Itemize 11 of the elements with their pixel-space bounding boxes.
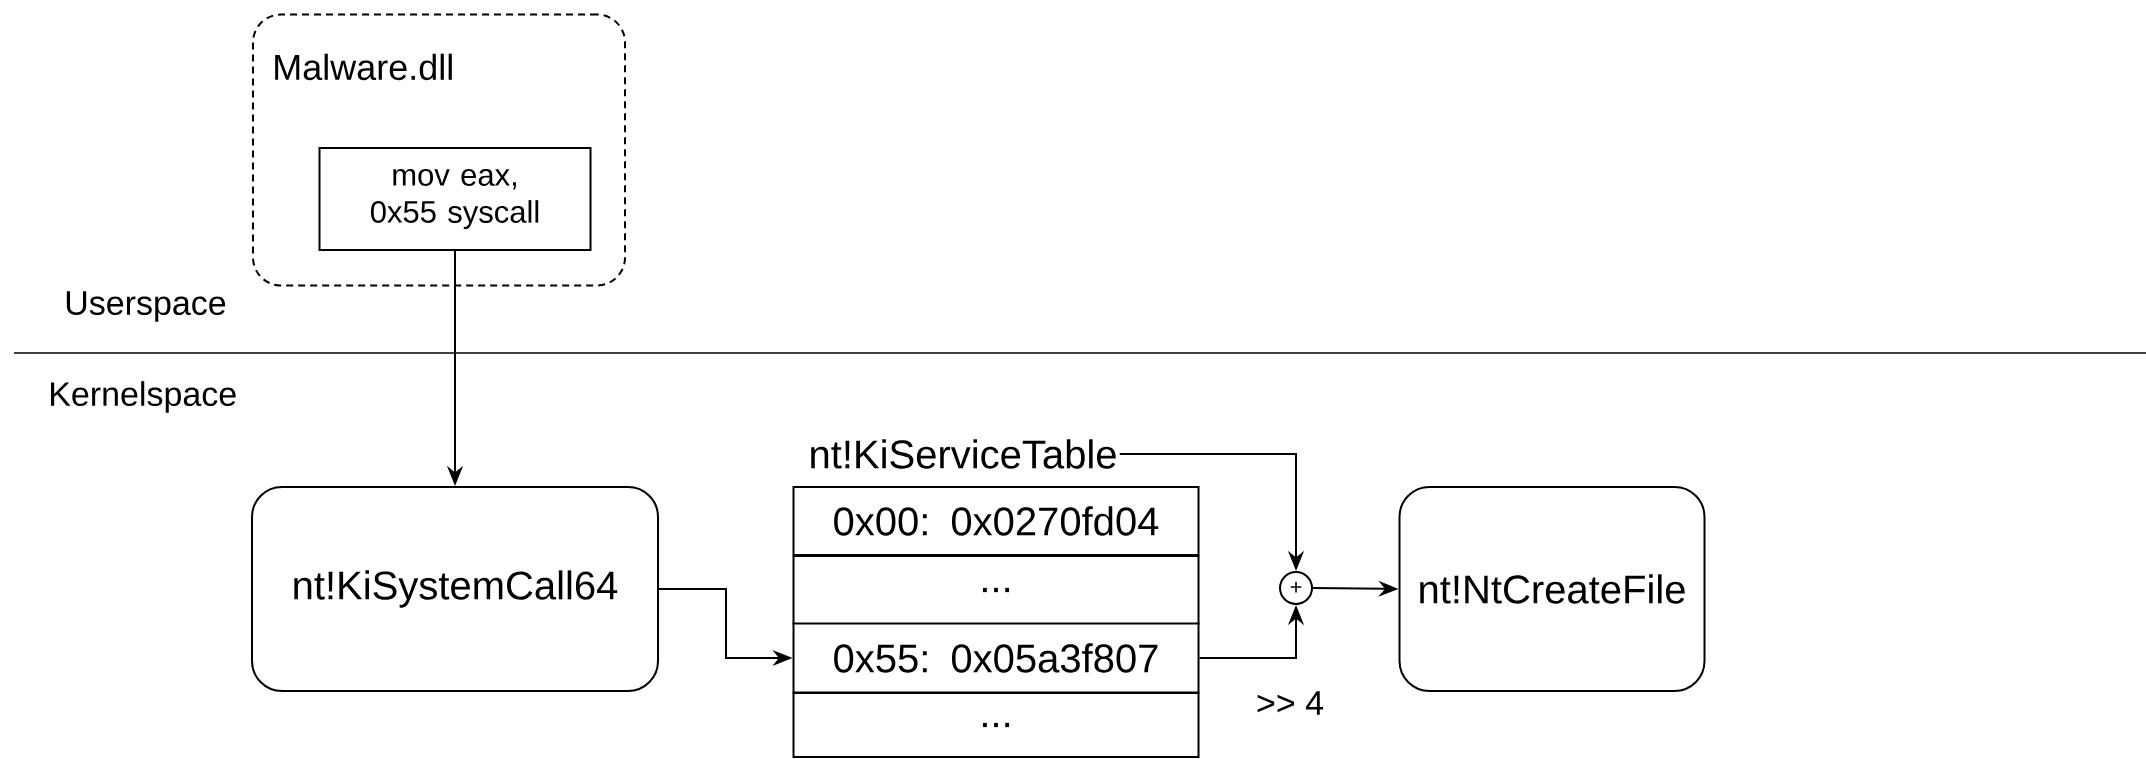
table-row: 0x00: 0x0270fd04 bbox=[792, 486, 1200, 556]
code-box: mov eax, 0x55 syscall bbox=[318, 147, 592, 251]
table-row: ... bbox=[792, 555, 1200, 625]
process-box: nt!NtCreateFile bbox=[1398, 486, 1706, 692]
table-row: 0x55: 0x05a3f807 bbox=[792, 622, 1200, 694]
region-label: Kernelspace bbox=[51, 381, 236, 413]
table-row: ... bbox=[792, 692, 1200, 758]
process-box: nt!KiSystemCall64 bbox=[251, 486, 659, 692]
table-name-label: nt!KiServiceTable bbox=[811, 439, 1116, 469]
edge-label: >> 4 bbox=[1254, 689, 1327, 717]
region-label: Userspace bbox=[66, 291, 226, 322]
